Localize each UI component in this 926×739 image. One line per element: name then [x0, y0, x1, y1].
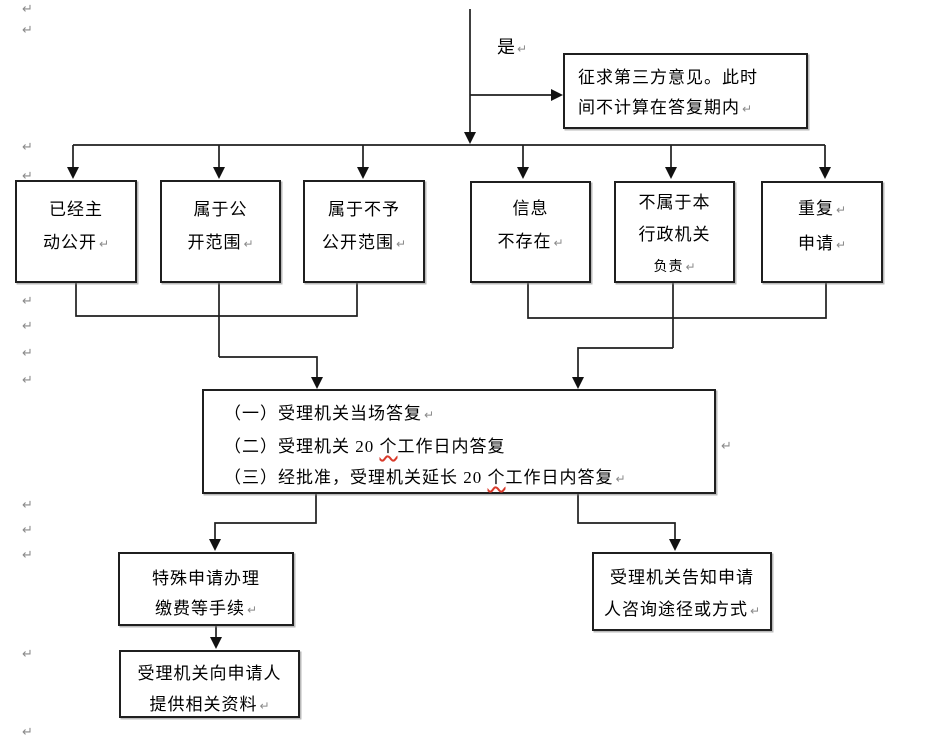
box-line: 提供相关资料 [149, 695, 258, 714]
paragraph-mark: ↵ [22, 548, 33, 563]
box-line: 征求第三方意见。此时 [578, 68, 758, 87]
paragraph-mark: ↵ [22, 140, 33, 155]
box-not-this-agency: 不属于本 行政机关 负责↵ [614, 181, 735, 283]
arrowheads [67, 89, 831, 649]
paragraph-mark: ↵ [22, 319, 33, 334]
box-provide-materials: 受理机关向申请人 提供相关资料↵ [119, 650, 300, 718]
box-special-procedures: 特殊申请办理 缴费等手续↵ [118, 552, 294, 626]
box-line: 不属于本 [638, 193, 711, 212]
paragraph-mark: ↵ [22, 373, 33, 388]
box-line: 间不计算在答复期内 [578, 98, 740, 117]
reply-option-text: 工作日内答复 [397, 437, 506, 456]
arrowhead-down-main [464, 132, 476, 144]
box-line: 受理机关向申请人 [137, 664, 282, 683]
yes-text: 是 [497, 37, 515, 57]
arrowhead-right-third-party [551, 89, 563, 101]
connector-special [214, 494, 317, 539]
box-line: 信息 [512, 199, 549, 218]
box-line: 特殊申请办理 [152, 569, 260, 588]
box-line: 缴费等手续 [154, 599, 245, 618]
paragraph-mark: ↵ [22, 647, 33, 662]
box-non-disclosure-scope: 属于不予 公开范围↵ [303, 180, 425, 283]
spellcheck-flagged-word: 个 [379, 437, 398, 456]
yes-branch-label: 是↵ [497, 37, 527, 59]
paragraph-mark: ↵ [243, 237, 254, 251]
paragraph-mark: ↵ [22, 169, 33, 184]
paragraph-mark: ↵ [22, 294, 33, 309]
reply-option-1: （一）受理机关当场答复↵ [224, 398, 714, 431]
paragraph-mark: ↵ [98, 237, 110, 251]
paragraph-mark: ↵ [424, 408, 435, 422]
paragraph-mark: ↵ [22, 725, 33, 739]
box-line: 不存在 [497, 232, 552, 251]
box-line: 受理机关告知申请 [610, 568, 754, 587]
reply-option-2: （二）受理机关 20 个工作日内答复 [224, 431, 714, 462]
paragraph-mark: ↵ [517, 42, 528, 56]
connector-left-merge [75, 283, 358, 317]
connector-right-merge [527, 283, 827, 319]
paragraph-mark: ↵ [246, 603, 258, 617]
box-line: 属于不予 [328, 200, 400, 219]
box-disclosure-scope: 属于公 开范围↵ [160, 180, 281, 283]
paragraph-mark: ↵ [835, 238, 847, 252]
paragraph-mark: ↵ [721, 439, 732, 454]
spellcheck-flagged-word: 个 [487, 468, 506, 487]
reply-option-3: （三）经批准，受理机关延长 20 个工作日内答复↵ [224, 462, 714, 495]
paragraph-mark: ↵ [22, 498, 33, 513]
box-already-disclosed: 已经主 动公开↵ [15, 180, 137, 283]
box-line: 负责 [653, 260, 684, 275]
paragraph-mark: ↵ [685, 260, 696, 274]
paragraph-mark: ↵ [553, 236, 564, 250]
paragraph-mark: ↵ [22, 23, 33, 38]
paragraph-mark: ↵ [22, 2, 33, 17]
box-line: 属于公 [193, 200, 248, 219]
reply-option-text: （一）受理机关当场答复 [224, 404, 422, 423]
box-reply-methods: （一）受理机关当场答复↵ （二）受理机关 20 个工作日内答复 （三）经批准，受… [202, 389, 716, 494]
paragraph-mark: ↵ [22, 346, 33, 361]
box-repeat-application: 重复↵ 申请↵ [761, 181, 883, 283]
connector-inform [577, 494, 676, 539]
box-line: 行政机关 [638, 225, 711, 244]
paragraph-mark: ↵ [615, 472, 626, 486]
box-info-not-exist: 信息 不存在↵ [470, 181, 591, 283]
box-line: 申请 [797, 234, 834, 253]
paragraph-mark: ↵ [835, 203, 847, 217]
box-third-party-opinion: 征求第三方意见。此时 间不计算在答复期内↵ [563, 53, 808, 129]
box-line: 动公开 [42, 233, 97, 252]
box-line: 开范围 [187, 233, 242, 252]
paragraph-mark: ↵ [259, 699, 270, 713]
paragraph-mark: ↵ [749, 604, 761, 618]
box-line: 公开范围 [321, 233, 394, 252]
box-line: 重复 [797, 199, 834, 218]
box-line: 人咨询途径或方式 [603, 600, 748, 619]
paragraph-mark: ↵ [742, 102, 753, 116]
paragraph-mark: ↵ [395, 237, 407, 251]
box-line: 已经主 [49, 200, 103, 219]
box-inform-channels: 受理机关告知申请 人咨询途径或方式↵ [592, 552, 772, 631]
reply-option-text: （二）受理机关 20 [224, 437, 380, 456]
paragraph-mark: ↵ [22, 523, 33, 538]
reply-option-text: （三）经批准，受理机关延长 20 [224, 468, 488, 487]
reply-option-text: 工作日内答复 [505, 468, 614, 487]
